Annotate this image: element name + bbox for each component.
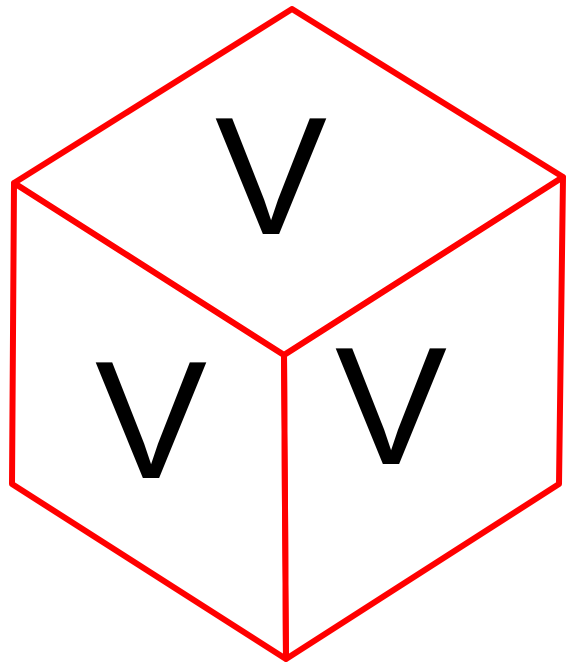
- right-face-outline: [281, 174, 566, 662]
- top-face-label: V: [215, 82, 327, 270]
- cube-outline: [9, 6, 566, 662]
- right-face-label: V: [335, 312, 447, 500]
- left-face-label: V: [95, 326, 207, 514]
